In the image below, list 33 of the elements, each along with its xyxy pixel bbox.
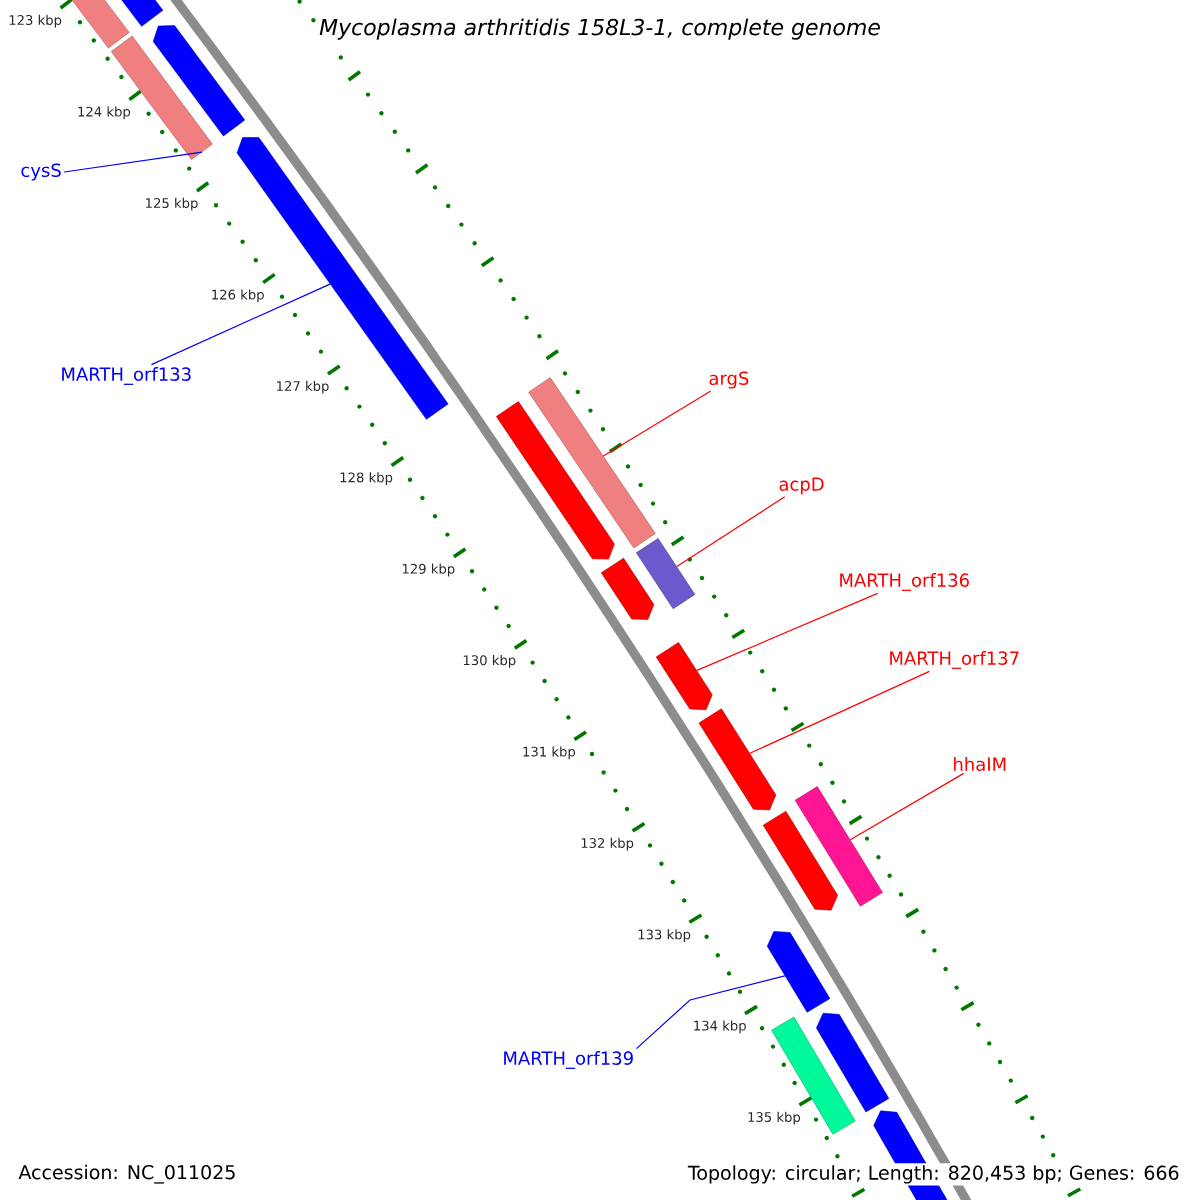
gene-label: MARTH_orf136	[840, 573, 969, 591]
gene-block	[601, 557, 655, 620]
gene-block	[762, 810, 838, 911]
gene-block	[152, 25, 246, 137]
gene-block	[767, 931, 831, 1013]
leader-line	[696, 592, 879, 671]
genome-info-text: Topology: circular; Length: 820,453 bp; Genes: 666	[685, 1163, 1182, 1186]
leader-line	[150, 283, 331, 366]
gene-bar	[528, 377, 656, 549]
gene-label: acpD	[779, 477, 824, 495]
gene-bar	[110, 35, 213, 160]
leader-line	[602, 390, 712, 457]
gene-label: MARTH_orf133	[62, 367, 191, 385]
leader-line	[63, 151, 203, 173]
gene-label: hhaIM	[954, 757, 1006, 771]
gene-block	[655, 642, 713, 710]
leader-line	[849, 772, 965, 841]
map-title: Mycoplasma arthritidis 158L3-1, complete genome	[317, 16, 883, 42]
gene-label: MARTH_orf139	[504, 1051, 633, 1069]
gene-bar	[794, 786, 883, 907]
gene-block	[816, 1012, 890, 1113]
leader-line	[749, 670, 930, 754]
gene-label: cysS	[21, 163, 61, 181]
accession-text: Accession: NC_011025	[18, 1164, 235, 1184]
gene-block	[698, 708, 777, 811]
gene-label: MARTH_orf137	[890, 651, 1019, 669]
gene-label: argS	[709, 371, 749, 389]
leader-line	[676, 496, 786, 567]
gene-bar	[771, 1016, 856, 1135]
gene-bar	[636, 538, 696, 610]
gene-block	[496, 401, 615, 560]
leader-line	[635, 975, 786, 1050]
gene-block	[236, 137, 449, 420]
